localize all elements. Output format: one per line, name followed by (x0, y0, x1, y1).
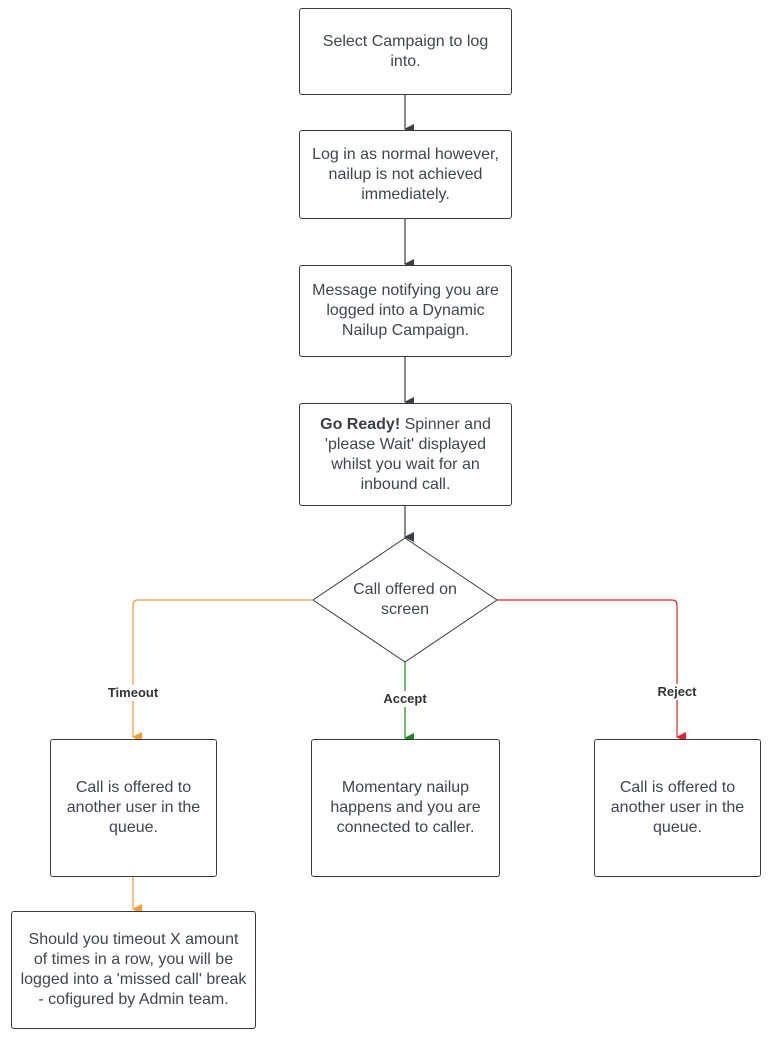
connector-reject (497, 599, 686, 742)
node-reject-result-text: Call is offered to another user in the q… (610, 779, 745, 836)
connector-timeout (132, 599, 313, 742)
edge-label-reject: Reject (655, 684, 699, 700)
node-missed-call-text: Should you timeout X amount of times in … (20, 931, 247, 1008)
node-select-campaign-text: Select Campaign to log into. (322, 32, 489, 70)
node-timeout-result-text: Call is offered to another user in the q… (66, 779, 201, 836)
node-accept-result-text: Momentary nailup happens and you are con… (330, 779, 481, 836)
node-message-text: Message notifying you are logged into a … (312, 282, 499, 339)
node-go-ready-text: Go Ready! Spinner and 'please Wait' disp… (308, 415, 503, 495)
edge-label-accept: Accept (381, 691, 429, 707)
node-log-in-text: Log in as normal however, nailup is not … (312, 145, 499, 203)
node-missed-call: Should you timeout X amount of times in … (11, 911, 256, 1029)
node-go-ready-bold: Go Ready! (320, 415, 401, 433)
node-select-campaign: Select Campaign to log into. (299, 8, 512, 95)
node-log-in: Log in as normal however, nailup is not … (299, 130, 512, 219)
node-reject-result: Call is offered to another user in the q… (594, 739, 761, 877)
decision-label: Call offered on screen (353, 581, 457, 618)
node-message: Message notifying you are logged into a … (299, 265, 512, 357)
node-timeout-result: Call is offered to another user in the q… (50, 739, 217, 877)
node-accept-result: Momentary nailup happens and you are con… (311, 739, 500, 877)
edge-label-timeout: Timeout (105, 685, 161, 701)
node-go-ready-rest: Spinner and 'please Wait' displayed whil… (324, 415, 491, 493)
node-go-ready: Go Ready! Spinner and 'please Wait' disp… (299, 403, 512, 506)
